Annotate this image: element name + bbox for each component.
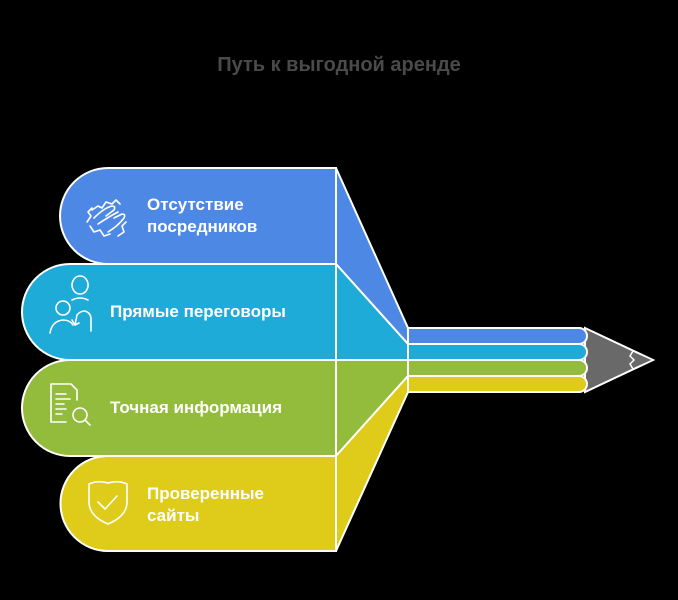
- page-title: Путь к выгодной аренде: [217, 54, 461, 76]
- pencil-bar-cyan: [407, 343, 588, 361]
- shield-check-icon: [88, 480, 128, 525]
- box-blue: [59, 167, 337, 265]
- pencil-bar-blue: [407, 327, 588, 345]
- box-green: [21, 359, 337, 457]
- box-yellow: [59, 455, 337, 552]
- handshake-icon: [86, 199, 127, 237]
- item-label-direct-negotiations: Прямые переговоры: [110, 302, 286, 321]
- people-talking-icon: [49, 275, 92, 334]
- item-label-accurate-info: Точная информация: [110, 398, 283, 417]
- box-cyan: [21, 263, 337, 361]
- pencil-bar-yellow: [407, 375, 588, 393]
- pencil-tip: [584, 326, 656, 394]
- item-label-no-intermediaries: Отсутствие посредников: [147, 195, 258, 236]
- pencil-lead: [629, 350, 655, 370]
- item-label-verified-sites: Проверенные сайты: [147, 484, 265, 525]
- document-search-icon: [50, 383, 91, 426]
- pencil-bar-green: [407, 359, 588, 377]
